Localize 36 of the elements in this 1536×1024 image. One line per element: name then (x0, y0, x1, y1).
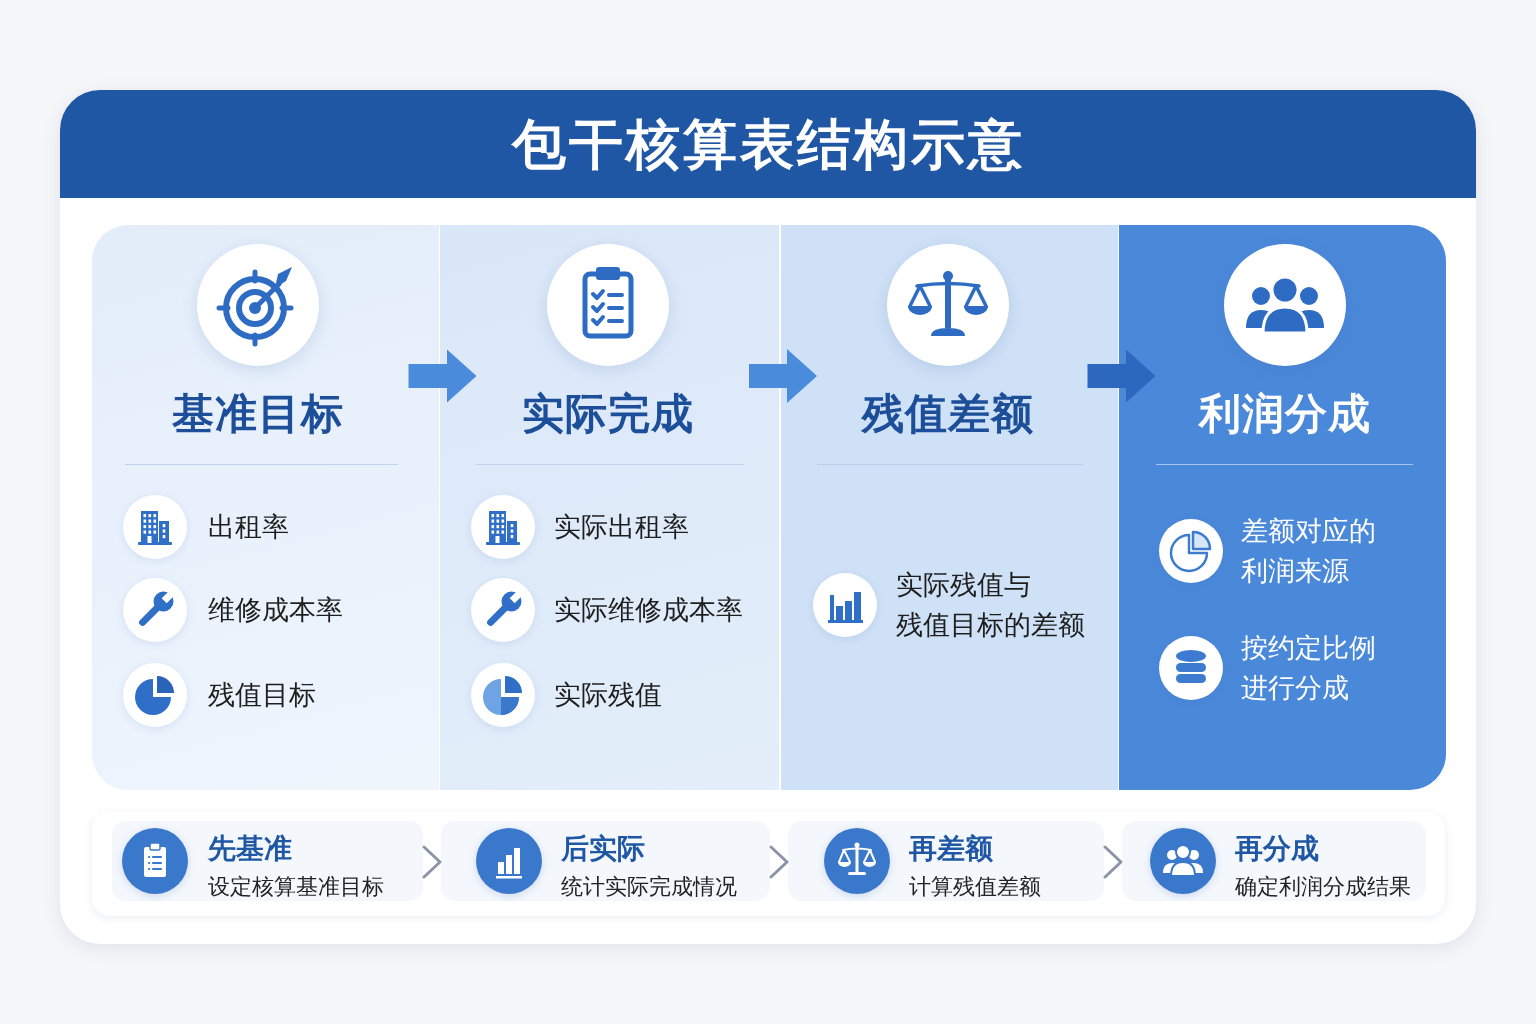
item-text: 实际出租率 (554, 510, 689, 544)
column-heading: 实际完成 (522, 388, 694, 440)
item-text: 实际维修成本率 (554, 593, 743, 627)
item-text: 残值目标 (208, 678, 316, 712)
arrow (1087, 349, 1156, 403)
item-text: 实际残值 (554, 678, 662, 712)
chevron-arrow (769, 845, 789, 879)
item-text: 差额对应的利润来源 (1241, 514, 1376, 588)
step-text: 计算残值差额 (909, 873, 1041, 901)
title: 包干核算表结构示意 (511, 113, 1025, 177)
column-heading: 残值差额 (862, 388, 1034, 440)
chevron-arrow (422, 845, 442, 879)
item-text: 出租率 (208, 510, 289, 544)
step-heading: 后实际 (561, 831, 645, 867)
arrow (749, 349, 817, 403)
chevron-arrow (1103, 845, 1123, 879)
column-heading: 利润分成 (1199, 388, 1371, 440)
item-text: 维修成本率 (208, 593, 343, 627)
column-panel (1119, 225, 1446, 790)
step-card (788, 821, 1104, 901)
step-heading: 先基准 (208, 831, 292, 867)
step-card (1122, 821, 1426, 901)
step-text: 设定核算基准目标 (208, 873, 384, 901)
column-panel (781, 225, 1118, 790)
step-card (441, 821, 770, 901)
item-text: 按约定比例进行分成 (1241, 631, 1376, 705)
step-text: 统计实际完成情况 (561, 873, 737, 901)
column-panel (92, 225, 439, 790)
item-text: 实际残值与残值目标的差额 (896, 568, 1085, 642)
column-panel (440, 225, 779, 790)
step-heading: 再差额 (909, 831, 993, 867)
column-heading: 基准目标 (172, 388, 344, 440)
step-text: 确定利润分成结果 (1235, 873, 1411, 901)
step-card (112, 821, 423, 901)
step-heading: 再分成 (1235, 831, 1319, 867)
arrow (408, 349, 477, 403)
